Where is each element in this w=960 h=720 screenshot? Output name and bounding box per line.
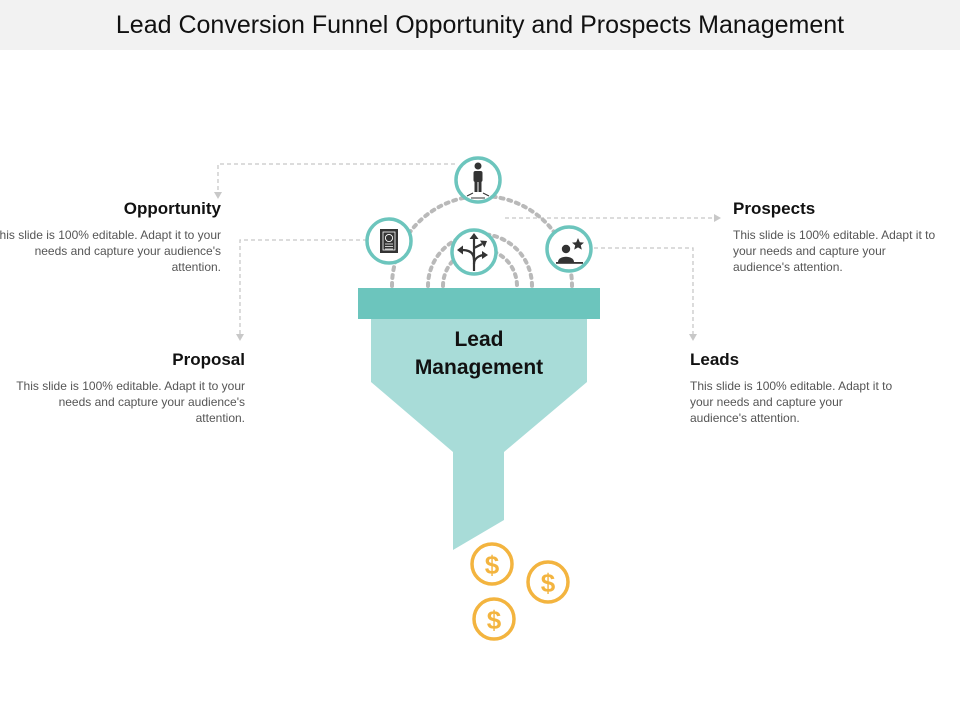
person-star-icon: [545, 225, 593, 273]
leads-description: This slide is 100% editable. Adapt it to…: [690, 379, 893, 425]
svg-text:$: $: [541, 568, 556, 598]
dollar-coin-icon: $: [472, 597, 516, 641]
dollar-coin-icon: $: [526, 560, 570, 604]
prospects-block: Prospects This slide is 100% editable. A…: [733, 199, 938, 275]
funnel-top-bar: [358, 288, 600, 319]
svg-text:$: $: [485, 550, 500, 580]
person-icon: [454, 156, 502, 204]
proposal-description: This slide is 100% editable. Adapt it to…: [16, 379, 245, 425]
opportunity-heading: Opportunity: [123, 199, 221, 218]
connector-proposal: [239, 239, 367, 334]
arrowhead-opportunity: [214, 192, 222, 199]
arrowhead-leads: [689, 334, 697, 341]
funnel-label-line1: Lead: [454, 328, 504, 351]
page-title: Lead Conversion Funnel Opportunity and P…: [115, 10, 845, 39]
proposal-block: Proposal This slide is 100% editable. Ad…: [15, 350, 245, 426]
title-bar: Lead Conversion Funnel Opportunity and P…: [0, 0, 960, 50]
prospects-description: This slide is 100% editable. Adapt it to…: [733, 228, 936, 274]
connector-arrowheads: [214, 192, 721, 341]
arrowhead-proposal: [236, 334, 244, 341]
connector-lines: [217, 163, 714, 334]
svg-text:$: $: [487, 605, 502, 635]
dollar-document-icon: [365, 217, 413, 265]
connector-opportunity: [217, 163, 455, 192]
leads-block: Leads This slide is 100% editable. Adapt…: [690, 350, 895, 426]
arrowhead-prospects: [714, 214, 721, 222]
funnel-label: Lead Management: [380, 326, 578, 382]
leads-heading: Leads: [690, 350, 740, 369]
funnel-label-line2: Management: [414, 356, 544, 379]
funnel-body: [371, 319, 587, 550]
direction-arrows-icon: [450, 228, 498, 276]
prospects-heading: Prospects: [733, 199, 816, 218]
connector-leads: [594, 247, 694, 334]
opportunity-description: This slide is 100% editable. Adapt it to…: [0, 228, 221, 274]
dollar-coin-icon: $: [470, 542, 514, 586]
proposal-heading: Proposal: [172, 350, 245, 369]
opportunity-block: Opportunity This slide is 100% editable.…: [0, 199, 221, 275]
